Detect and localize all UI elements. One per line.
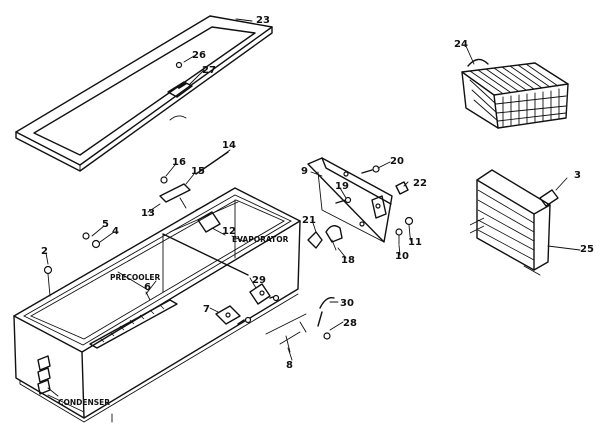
- part-number: 5: [102, 219, 109, 230]
- cabinet-side-parts: [215, 283, 335, 353]
- divider-rack: [469, 169, 559, 276]
- part-number: 27: [202, 65, 216, 76]
- part-number: 14: [222, 140, 236, 151]
- control-panel: [307, 157, 393, 243]
- part-number: 16: [172, 157, 186, 168]
- part-number: 28: [343, 318, 357, 329]
- part-number: 15: [191, 166, 205, 177]
- part-number: 3: [574, 170, 581, 181]
- lid: [15, 15, 273, 172]
- part-number: 8: [286, 360, 293, 371]
- evaporator-label: EVAPORATOR: [232, 235, 289, 244]
- panel-small-parts: [307, 165, 414, 251]
- part-number: 29: [252, 275, 266, 286]
- part-number: 4: [112, 226, 119, 237]
- leader-lines: [45, 18, 581, 397]
- part-number: 6: [144, 282, 151, 293]
- basket: [461, 58, 569, 129]
- part-number: 26: [192, 50, 206, 61]
- part-number: 24: [454, 39, 468, 50]
- lid-handle: [167, 61, 193, 98]
- part-number: 22: [413, 178, 427, 189]
- cabinet: [13, 187, 301, 423]
- part-number: 23: [256, 15, 270, 26]
- part-number: 11: [408, 237, 422, 248]
- precooler-label: PRECOOLER: [110, 273, 161, 282]
- part-number: 18: [341, 255, 355, 266]
- part-number: 12: [222, 226, 236, 237]
- part-number: 19: [335, 181, 349, 192]
- part-number: 13: [141, 208, 155, 219]
- part-number: 25: [580, 244, 594, 255]
- part-number: 7: [203, 304, 210, 315]
- hardware: [43, 151, 229, 297]
- condenser-label: CONDENSER: [58, 398, 110, 407]
- part-number: 2: [41, 246, 48, 257]
- component-labels: EVAPORATOR PRECOOLER CONDENSER: [58, 235, 289, 407]
- part-number: 21: [302, 215, 316, 226]
- part-number: 30: [340, 298, 354, 309]
- part-number: 9: [301, 166, 308, 177]
- part-number: 20: [390, 156, 404, 167]
- part-number: 10: [395, 251, 409, 262]
- part-numbers: 23 26 27 24 14 16 15 13 5 4 2 12 9 20 19…: [41, 15, 594, 371]
